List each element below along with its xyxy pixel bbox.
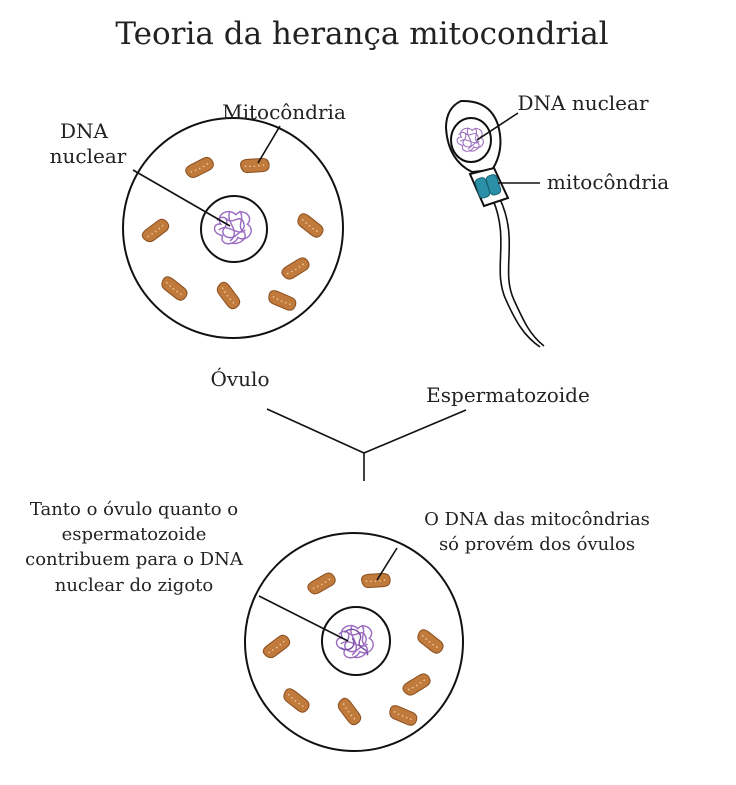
zygote-right-note-line: só provém dos óvulos xyxy=(439,534,635,555)
ovum-mito-label: Mitocôndria xyxy=(222,100,346,124)
sperm-mitochondria xyxy=(474,174,502,199)
zygote-mito-pointer xyxy=(376,547,398,581)
sperm-dna-pointer xyxy=(476,112,519,141)
zygote-left-note-line: Tanto o óvulo quanto o xyxy=(30,499,238,520)
sperm-dna-label: DNA nuclear xyxy=(517,91,648,115)
sperm-tail xyxy=(498,196,545,347)
sperm-tail-inner xyxy=(492,199,541,348)
sperm-mito-label: mitocôndria xyxy=(547,170,669,194)
sperm: DNA nuclear mitocôndria Espermatozoide xyxy=(426,91,669,407)
zygote-nuclear-dna xyxy=(335,624,374,659)
zygote-nucleus xyxy=(321,606,391,676)
zygote-left-note-line: contribuem para o DNA xyxy=(25,549,244,570)
zygote-left-note-line: nuclear do zigoto xyxy=(55,575,213,596)
fusion-connector xyxy=(266,408,467,454)
zygote: Tanto o óvulo quanto o espermatozoide co… xyxy=(25,499,650,752)
ovum-mito-pointer xyxy=(257,125,281,164)
ovum-label: Óvulo xyxy=(210,366,269,391)
ovum-dna-label-line2: nuclear xyxy=(50,144,127,168)
diagram-title: Teoria da herança mitocondrial xyxy=(115,16,608,52)
zygote-left-note-line: espermatozoide xyxy=(62,524,207,545)
ovum-dna-pointer xyxy=(132,169,231,227)
sperm-nucleus xyxy=(450,117,492,163)
zygote-right-note-line: O DNA das mitocôndrias xyxy=(424,509,650,530)
zygote-left-note: Tanto o óvulo quanto o espermatozoide co… xyxy=(25,499,244,596)
ovum: DNA nuclear Mitocôndria Óvulo xyxy=(50,100,346,391)
zygote-right-note: O DNA das mitocôndrias só provém dos óvu… xyxy=(424,509,650,555)
zygote-dna-pointer xyxy=(258,595,349,642)
sperm-label: Espermatozoide xyxy=(426,383,590,407)
ovum-dna-label-line1: DNA xyxy=(60,119,109,143)
